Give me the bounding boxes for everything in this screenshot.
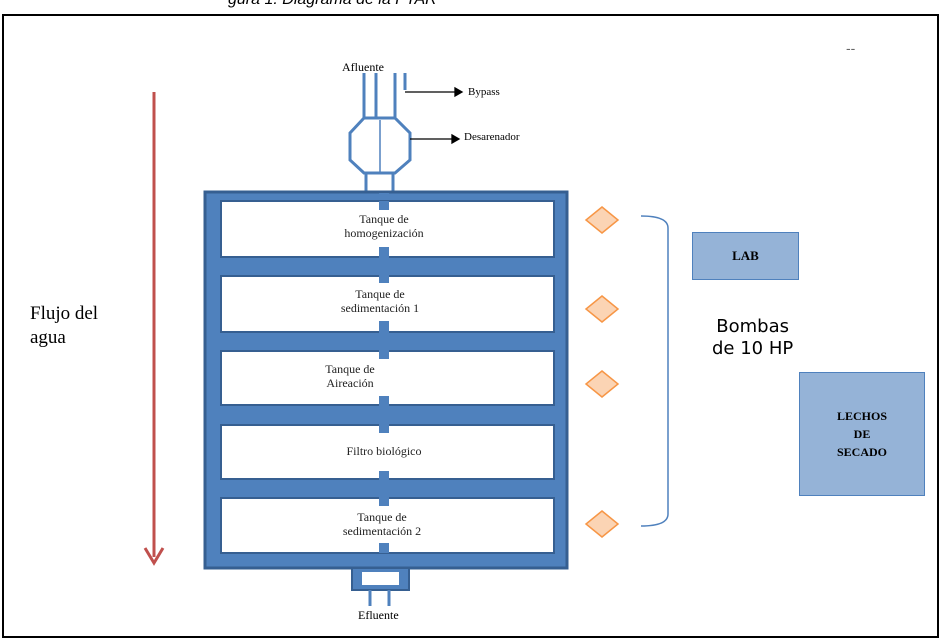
tank-3-label-line1: Tanque de — [325, 362, 375, 376]
tank-1-label-line1: Tanque de — [359, 212, 409, 226]
lechos-line1: LECHOS — [836, 409, 887, 423]
pump-3 — [584, 370, 620, 398]
inner-connectors — [379, 201, 389, 553]
pump-2 — [584, 295, 620, 323]
tank-4-label: Filtro biológico — [284, 444, 484, 458]
flow-label-line2: agua — [30, 327, 66, 348]
tank-1-label-line2: homogenización — [344, 226, 424, 240]
figure-caption: gura 1. Diagrama de la PTAR — [228, 0, 437, 9]
tank-2-label: Tanque de sedimentación 1 — [280, 287, 480, 315]
lechos-line3: SECADO — [836, 445, 887, 459]
flow-arrow — [143, 92, 165, 566]
tank-1-label: Tanque de homogenización — [284, 212, 484, 240]
desarenador-shape — [348, 116, 412, 192]
effluent-outlet — [351, 567, 410, 606]
pump-diamonds — [584, 206, 620, 538]
tank-5-label-line2: sedimentación 2 — [342, 524, 422, 538]
tank-4 — [220, 424, 555, 480]
tank-5-label: Tanque de sedimentación 2 — [282, 510, 482, 538]
lechos-line2: DE — [853, 427, 871, 441]
tank-2-label-line2: sedimentación 1 — [340, 301, 420, 315]
pump-bracket — [640, 215, 669, 527]
pumps-label-line2: de 10 HP — [712, 338, 794, 359]
tank-3-label: Tanque de Aireación — [250, 362, 450, 390]
pump-1 — [584, 206, 620, 234]
pumps-label-line1: Bombas — [716, 316, 789, 337]
tank-2-label-line1: Tanque de — [355, 287, 405, 301]
pump-4 — [584, 510, 620, 538]
tank-3-label-line2: Aireación — [326, 376, 374, 390]
tank-4-label-line1: Filtro biológico — [346, 444, 422, 458]
tank-5-label-line1: Tanque de — [357, 510, 407, 524]
lechos-secado-box: LECHOS DE SECADO — [799, 372, 925, 496]
influent-pipe — [362, 73, 407, 118]
flow-label-line1: Flujo del — [30, 303, 99, 324]
pumps-label: Bombas de 10 HP — [712, 316, 793, 360]
bypass-label: Bypass — [468, 86, 500, 98]
efluente-label: Efluente — [358, 608, 399, 622]
label-arrows — [405, 86, 464, 145]
lab-label: LAB — [732, 248, 759, 263]
afluente-label: Afluente — [342, 60, 384, 74]
caption-strip: gura 1. Diagrama de la PTAR — [0, 0, 944, 14]
corner-mark: -- — [846, 40, 856, 56]
desarenador-label: Desarenador — [464, 131, 520, 143]
flow-label: Flujo del agua — [30, 302, 98, 350]
lab-box: LAB — [692, 232, 799, 280]
